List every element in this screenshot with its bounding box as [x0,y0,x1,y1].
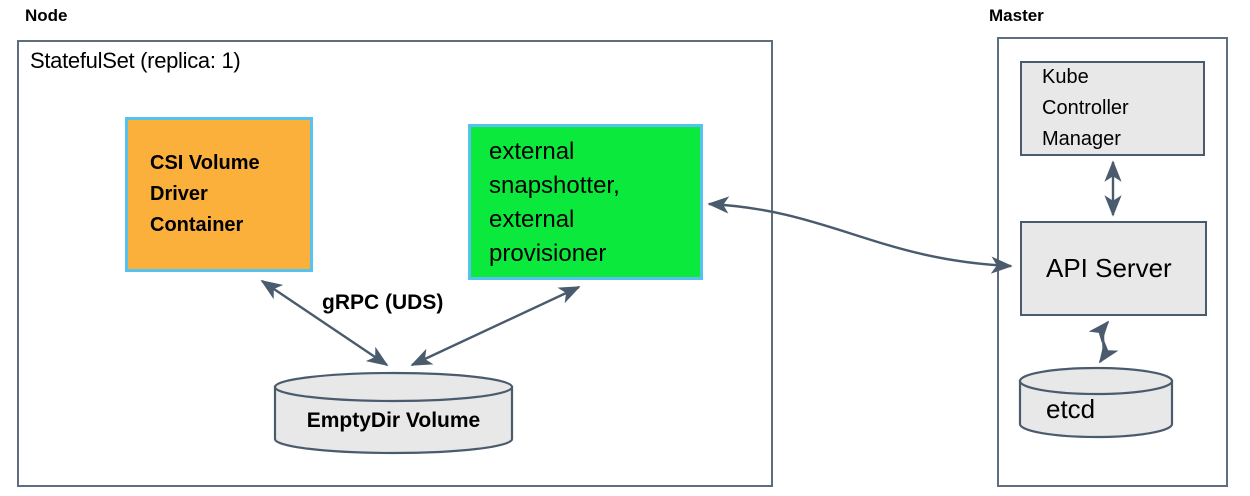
statefulset-title: StatefulSet (replica: 1) [30,48,241,73]
kcm-box-line-2: Controller [1042,97,1129,119]
csi-volume-driver-container-box: CSI Volume Driver Container [125,117,313,272]
api-server-label: API Server [1046,253,1172,283]
grpc-uds-label: gRPC (UDS) [322,291,444,314]
emptydir-volume-label: EmptyDir Volume [306,409,481,432]
master-section-label: Master [989,6,1044,25]
sidecar-box-line-1: external [489,138,575,165]
sidecar-box-line-4: provisioner [489,240,607,267]
csi-box-line-2: Driver [150,183,208,205]
csi-box-line-1: CSI Volume [150,152,260,174]
kcm-box-line-1: Kube [1042,66,1089,88]
api-server-box: API Server [1020,221,1207,316]
csi-box-line-3: Container [150,214,244,236]
kube-controller-manager-box: Kube Controller Manager [1020,61,1205,156]
sidecar-box-line-2: snapshotter, [489,172,620,199]
etcd-label: etcd [1046,394,1096,424]
sidecar-box-line-3: external [489,206,575,233]
external-snapshotter-provisioner-box: external snapshotter, external provision… [468,124,703,280]
node-section-label: Node [25,6,68,25]
kcm-box-line-3: Manager [1042,128,1121,150]
